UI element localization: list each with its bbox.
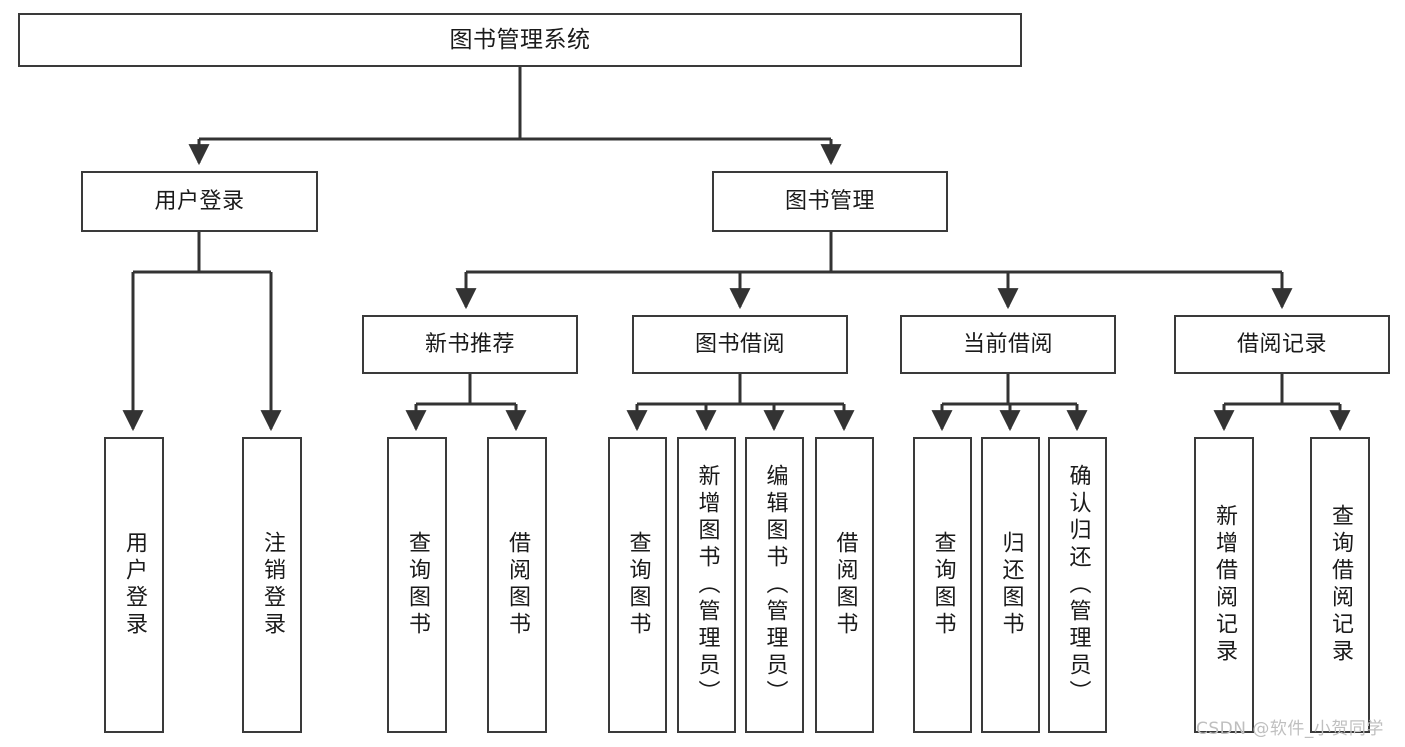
node-leaf-query-book-current[interactable]: 查询图书: [913, 437, 972, 733]
node-label: 新书推荐: [424, 331, 515, 357]
node-leaf-edit-book-admin[interactable]: 编辑图书（管理员）: [745, 437, 804, 733]
node-current-borrow[interactable]: 当前借阅: [900, 315, 1116, 374]
node-new-book-recommend[interactable]: 新书推荐: [362, 315, 578, 374]
node-label: 注销登录: [260, 531, 285, 639]
node-label: 图书管理: [784, 188, 875, 214]
node-label: 图书管理系统: [449, 26, 591, 53]
node-leaf-confirm-return-admin[interactable]: 确认归还（管理员）: [1048, 437, 1107, 733]
node-leaf-query-borrow-record[interactable]: 查询借阅记录: [1310, 437, 1370, 733]
node-leaf-borrow-book-recommend[interactable]: 借阅图书: [487, 437, 547, 733]
node-leaf-add-borrow-record[interactable]: 新增借阅记录: [1194, 437, 1254, 733]
node-label: 新增借阅记录: [1212, 504, 1237, 666]
node-label: 图书借阅: [694, 331, 785, 357]
node-book-manage[interactable]: 图书管理: [712, 171, 948, 232]
node-label: 当前借阅: [962, 331, 1053, 357]
node-leaf-query-book-borrow[interactable]: 查询图书: [608, 437, 667, 733]
node-label: 用户登录: [122, 531, 147, 639]
node-user-login[interactable]: 用户登录: [81, 171, 318, 232]
node-borrow-record[interactable]: 借阅记录: [1174, 315, 1390, 374]
node-label: 确认归还（管理员）: [1065, 463, 1091, 707]
node-label: 用户登录: [154, 188, 245, 214]
node-label: 查询图书: [625, 531, 651, 639]
node-book-borrow[interactable]: 图书借阅: [632, 315, 848, 374]
node-leaf-add-book-admin[interactable]: 新增图书（管理员）: [677, 437, 736, 733]
node-leaf-user-login[interactable]: 用户登录: [104, 437, 164, 733]
node-label: 查询图书: [930, 531, 956, 639]
node-label: 借阅图书: [832, 531, 858, 639]
node-root-book-management-system[interactable]: 图书管理系统: [18, 13, 1022, 67]
node-label: 新增图书（管理员）: [694, 463, 720, 707]
node-leaf-return-book[interactable]: 归还图书: [981, 437, 1040, 733]
node-label: 编辑图书（管理员）: [762, 463, 788, 707]
node-leaf-user-logout[interactable]: 注销登录: [242, 437, 302, 733]
node-label: 查询借阅记录: [1328, 504, 1353, 666]
node-leaf-query-book-recommend[interactable]: 查询图书: [387, 437, 447, 733]
node-leaf-borrow-book-borrow[interactable]: 借阅图书: [815, 437, 874, 733]
node-label: 借阅图书: [505, 531, 530, 639]
node-label: 归还图书: [998, 531, 1024, 639]
node-label: 借阅记录: [1236, 331, 1327, 357]
node-label: 查询图书: [405, 531, 430, 639]
